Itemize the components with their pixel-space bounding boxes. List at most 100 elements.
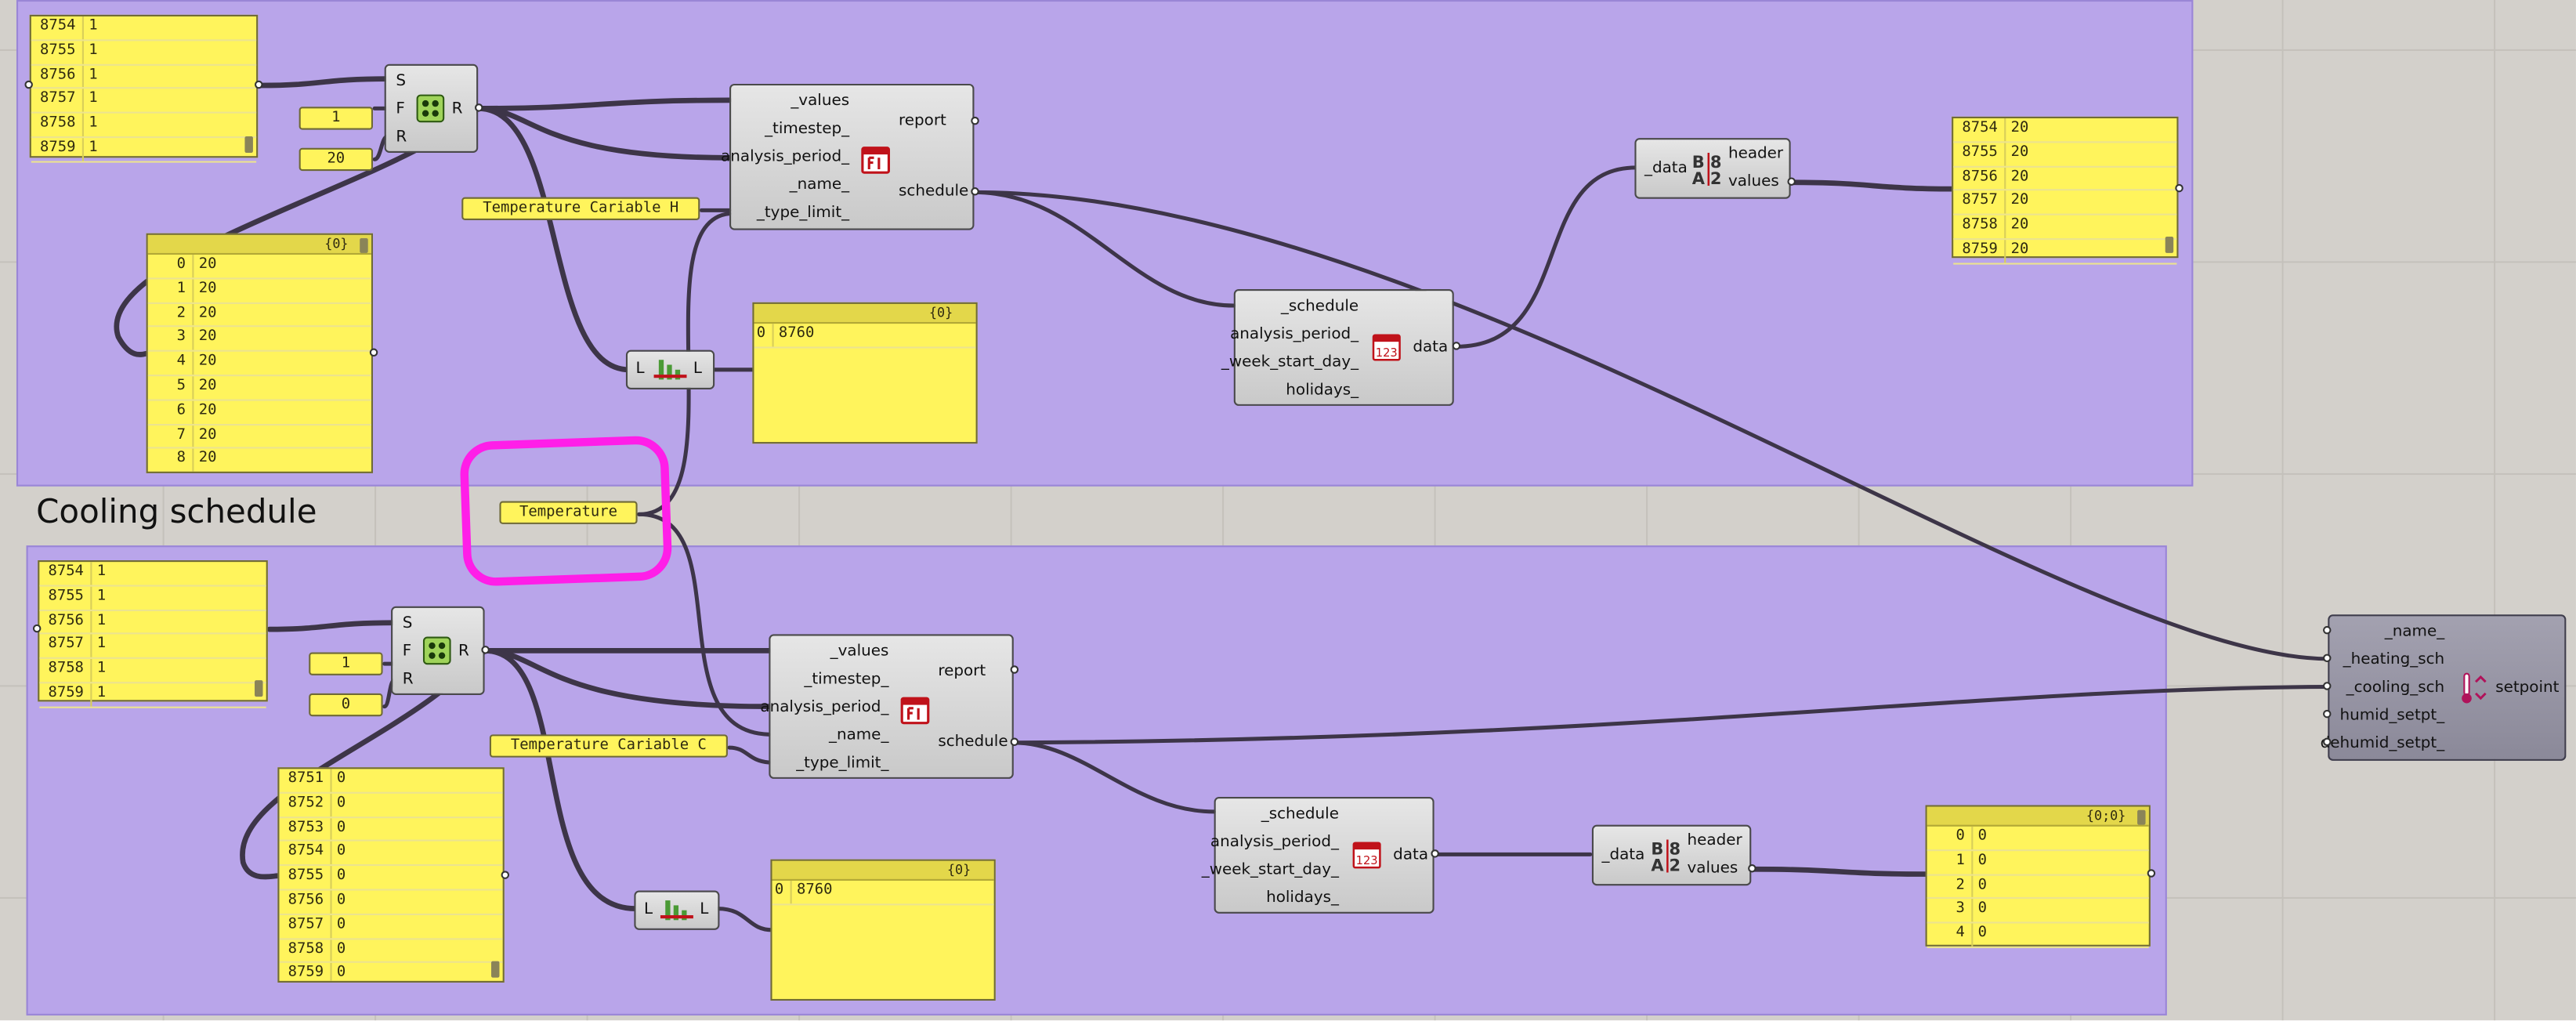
output-port[interactable] [1431, 849, 1439, 858]
panel-scrollbar[interactable] [2137, 809, 2146, 825]
row-value: 1 [96, 685, 107, 702]
name-panel[interactable]: Temperature Cariable C [489, 734, 728, 758]
row-value: 8760 [796, 882, 833, 900]
deconstruct-data-component[interactable]: _data header values B A 8 2 [1591, 824, 1752, 886]
schedule-fixed-interval-component[interactable]: _values _timestep_ analysis_period_ _nam… [760, 634, 1014, 779]
output-r-label: R [458, 642, 469, 661]
input-analysis-period-label: analysis_period_ [1230, 325, 1359, 344]
output-port[interactable] [1787, 177, 1796, 186]
output-port[interactable] [971, 116, 979, 125]
input-holidays-label: holidays_ [1266, 889, 1339, 907]
schedule-to-data-component[interactable]: _schedule analysis_period_ _week_start_d… [1202, 796, 1435, 914]
name-panel[interactable]: Temperature Cariable H [461, 197, 700, 220]
input-values-label: _values [791, 92, 850, 110]
input-l-label: L [643, 900, 653, 919]
type-limit-panel[interactable]: Temperature [499, 501, 638, 524]
input-schedule-label: _schedule [1280, 297, 1359, 316]
svg-text:2: 2 [1669, 856, 1681, 874]
output-port[interactable] [1748, 864, 1757, 873]
row-index: 0 [772, 880, 792, 903]
row-value: 1 [96, 612, 107, 629]
panel-scrollbar[interactable] [255, 680, 263, 697]
replace-items-component[interactable]: S F R R [384, 63, 479, 154]
output-port[interactable] [1010, 665, 1019, 674]
row-value: 0 [1977, 827, 1988, 845]
input-port[interactable] [2323, 625, 2332, 635]
row-index: 8754 [1953, 118, 2006, 141]
list-length-component[interactable]: L L [625, 349, 715, 389]
row-index: 8758 [1953, 215, 2006, 239]
input-port[interactable] [2323, 709, 2332, 719]
input-port[interactable] [2323, 682, 2332, 690]
output-port[interactable] [1452, 342, 1461, 350]
output-port[interactable] [255, 80, 263, 89]
output-port[interactable] [971, 187, 979, 196]
row-value: 20 [198, 305, 217, 322]
row-index: 8757 [1953, 191, 2006, 214]
row-index: 0 [148, 255, 194, 277]
setpoint-component[interactable]: _name_ _heating_sch _cooling_sch humid_s… [2321, 614, 2567, 761]
row-value: 20 [2010, 217, 2029, 234]
deconstruct-data-component[interactable]: _data header values B A 8 2 [1634, 138, 1791, 199]
output-port[interactable] [369, 348, 378, 357]
wire [1011, 740, 1217, 814]
row-value: 1 [89, 139, 98, 157]
number-slider[interactable]: 20 [298, 147, 373, 172]
output-port[interactable] [481, 646, 490, 654]
panel-scrollbar[interactable] [360, 238, 368, 253]
schedule-to-data-component[interactable]: _schedule analysis_period_ _week_start_d… [1221, 289, 1454, 406]
list-length-component[interactable]: L L [634, 890, 720, 930]
input-cooling-sch-label: _cooling_sch [2346, 679, 2445, 697]
panel-scrollbar[interactable] [244, 136, 253, 154]
input-port[interactable] [24, 80, 33, 89]
number-slider[interactable]: 1 [309, 652, 383, 675]
schedule-fixed-interval-component[interactable]: _values _timestep_ analysis_period_ _nam… [721, 83, 975, 230]
number-slider[interactable]: 0 [309, 693, 383, 717]
row-value: 20 [198, 378, 217, 395]
number-slider[interactable]: 1 [298, 107, 373, 130]
row-value: 1 [96, 563, 107, 581]
output-port[interactable] [2175, 183, 2183, 193]
input-port[interactable] [2323, 654, 2332, 663]
row-index: 8 [148, 449, 194, 472]
output-port[interactable] [1010, 737, 1019, 746]
row-index: 8755 [279, 866, 332, 889]
output-port[interactable] [501, 871, 510, 879]
input-port[interactable] [2323, 737, 2332, 746]
panel-scrollbar[interactable] [2165, 236, 2174, 253]
panel-scrollbar[interactable] [490, 961, 500, 978]
input-type-limit-label: _type_limit_ [756, 204, 850, 223]
output-port[interactable] [475, 103, 483, 112]
row-index: 0 [754, 324, 774, 347]
list-length-icon [653, 360, 687, 380]
input-f-label: F [402, 642, 412, 661]
wire [1011, 684, 2330, 745]
input-port[interactable] [32, 624, 42, 633]
calendar-123-icon: 123 [1352, 842, 1381, 869]
row-index: 8757 [279, 914, 332, 938]
replace-items-component[interactable]: S F R R [391, 606, 485, 695]
row-value: 1 [89, 42, 98, 60]
output-port[interactable] [2147, 869, 2156, 878]
